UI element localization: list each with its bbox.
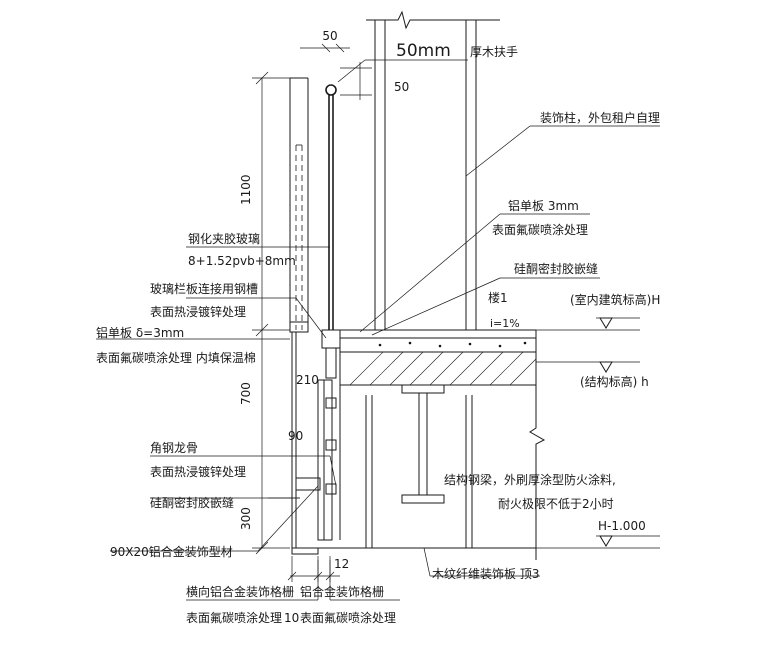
level-marker-arch — [536, 317, 640, 331]
slab-hatch — [349, 341, 537, 386]
handrail-size-label: 50mm — [396, 41, 451, 61]
glass-spec-label: 8+1.52pvb+8mm — [188, 254, 296, 268]
right-break-line — [529, 330, 546, 560]
dim-50-right: 50 — [394, 80, 409, 94]
h-grille-label: 横向铝合金装饰格栅 — [186, 584, 294, 599]
handrail-desc-label: 厚木扶手 — [470, 44, 518, 59]
dim-90: 90 — [288, 429, 303, 443]
level-bottom-label: H-1.000 — [598, 519, 646, 533]
lower-cladding — [291, 332, 430, 555]
level-marker-struct — [536, 361, 640, 373]
column-note-label: 装饰柱，外包租户自理 — [540, 110, 660, 125]
steel-beam — [401, 384, 445, 504]
dim-12: 12 — [334, 557, 349, 571]
dim-1100: 1100 — [239, 174, 253, 205]
alum-plate-top-label: 铝单板 3mm — [508, 198, 579, 213]
alum-plate-left-coat-label: 表面氟碳喷涂处理 内填保温棉 — [96, 350, 256, 365]
glass-channel-coat-label: 表面热浸镀锌处理 — [150, 305, 246, 319]
h-grille-coat-label: 表面氟碳喷涂处理 — [186, 610, 282, 625]
steel-beam-label: 结构钢梁，外刷厚涂型防火涂料, — [444, 472, 616, 487]
glass-name-label: 钢化夹胶玻璃 — [188, 231, 260, 246]
fire-rating-label: 耐火极限不低于2小时 — [498, 497, 614, 511]
silicone-top-label: 硅酮密封胶嵌缝 — [514, 261, 598, 276]
alum-profile-label: 90X20铝合金装饰型材 — [110, 544, 233, 559]
glass-channel-label: 玻璃栏板连接用钢槽 — [150, 281, 258, 296]
floor-label: 楼1 — [488, 290, 508, 305]
dim-210: 210 — [296, 373, 319, 387]
left-decorative-panel — [289, 77, 309, 333]
dim-50-top: 50 — [322, 29, 337, 43]
grille-coat-label: 表面氟碳喷涂处理 — [300, 610, 396, 625]
glass-railing — [321, 84, 341, 379]
slope-label: i=1% — [490, 317, 520, 330]
wood-panel-label: 木纹纤维装饰板 顶3 — [432, 567, 539, 581]
vertical-dimension-line — [252, 71, 300, 555]
wood-fiber-panels — [365, 395, 536, 549]
silicone-bottom-label: 硅酮密封胶嵌缝 — [150, 495, 234, 510]
alum-plate-top-coat-label: 表面氟碳喷涂处理 — [492, 222, 588, 237]
level-marker-bottom — [536, 535, 660, 549]
struct-level-label: (结构标高) h — [580, 374, 649, 389]
angle-keel-label: 角钢龙骨 — [150, 441, 198, 455]
leader-lines — [96, 59, 660, 601]
dim-700: 700 — [239, 382, 253, 405]
dim-10: 10 — [284, 611, 299, 625]
angle-keel-coat-label: 表面热浸镀锌处理 — [150, 465, 246, 479]
bottom-dimension-line — [287, 556, 340, 582]
arch-level-label: (室内建筑标高)H — [570, 292, 660, 307]
alum-plate-left-label: 铝单板 δ=3mm — [96, 325, 184, 340]
top-dimension-line — [300, 43, 372, 100]
grille-label: 铝合金装饰格栅 — [300, 584, 384, 599]
dim-300: 300 — [239, 507, 253, 530]
